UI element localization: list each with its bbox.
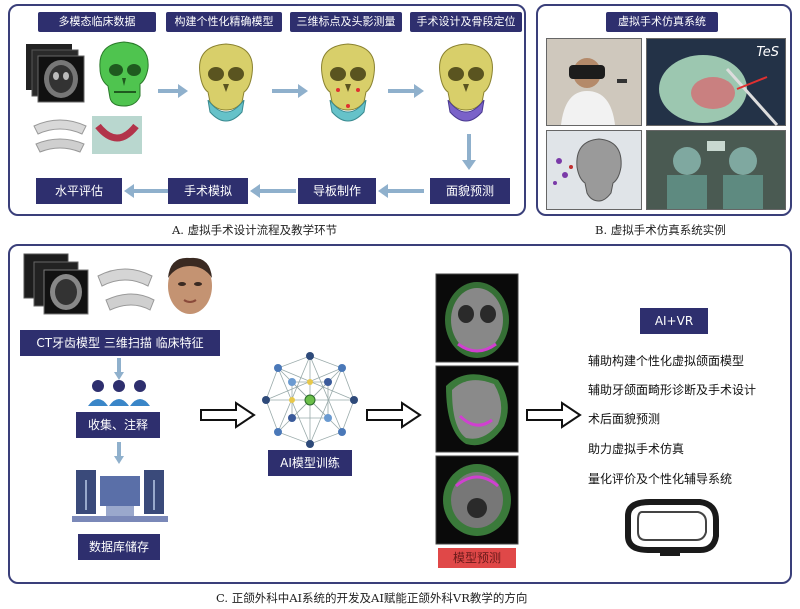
arrow-c-big-3: [526, 401, 582, 429]
database-storage-label: 数据库储存: [78, 534, 160, 560]
step-surgery-design: 手术设计及骨段定位: [410, 12, 522, 32]
ai-vr-label: AI+VR: [640, 308, 708, 334]
ct-sagittal-slice: [435, 365, 519, 453]
caption-b: B. 虚拟手术仿真系统实例: [595, 223, 726, 237]
caption-a: A. 虚拟手术设计流程及教学环节: [172, 223, 338, 237]
arrow-c-down-1: [114, 358, 124, 380]
ct-stack-image: [23, 253, 89, 315]
step-guide-making: 导板制作: [298, 178, 376, 204]
step-landmarks: 三维标点及头影测量: [290, 12, 402, 32]
vr-headset-photo: [546, 38, 642, 126]
arrow-c-down-2: [114, 442, 124, 464]
data-sources-label: CT牙齿模型 三维扫描 临床特征: [20, 330, 220, 356]
skull-model-3: [439, 43, 493, 122]
model-prediction-label: 模型预测: [438, 548, 516, 568]
step-multimodal-data: 多模态临床数据: [38, 12, 156, 32]
arrow-c-big-1: [200, 401, 256, 429]
skull-model-1: [199, 43, 253, 122]
arrow-a4: [378, 184, 424, 198]
ai-vr-item-2: 辅助牙颌面畸形诊断及手术设计: [588, 383, 757, 397]
step-build-model: 构建个性化精确模型: [166, 12, 282, 32]
dental-models-image: [33, 119, 87, 153]
arrow-c-big-2: [366, 401, 422, 429]
arrow-a3: [388, 84, 424, 98]
step-surgery-sim: 手术模拟: [168, 178, 248, 204]
ai-training-label: AI模型训练: [268, 450, 352, 476]
dental-casts-image: [97, 268, 155, 311]
ct-coronal-slice: [435, 273, 519, 363]
ct-axial-slice: [435, 455, 519, 545]
arrow-a5: [250, 184, 296, 198]
neural-network-diagram: [262, 352, 358, 448]
virtual-skull-photo: [546, 130, 642, 210]
green-skull-image: [99, 41, 149, 107]
skull-model-2: [321, 43, 375, 122]
step-face-prediction: 面貌预测: [430, 178, 510, 204]
arrow-a6: [124, 184, 170, 198]
vr-headset-icon: [625, 499, 719, 556]
annotators-icon: [88, 380, 150, 406]
ai-vr-item-1: 辅助构建个性化虚拟颌面模型: [588, 354, 745, 368]
step-level-eval: 水平评估: [36, 178, 122, 204]
arrow-a-down: [462, 134, 476, 170]
screen-text: TeS: [756, 45, 779, 60]
ai-vr-item-3: 术后面貌预测: [588, 412, 661, 426]
face-scan-image: [168, 257, 212, 314]
ai-vr-item-4: 助力虚拟手术仿真: [588, 442, 685, 456]
operating-room-photo: [646, 130, 786, 210]
database-icon: [72, 470, 168, 522]
caption-c: C. 正颌外科中AI系统的开发及AI赋能正颌外科VR教学的方向: [216, 591, 528, 605]
surgery-screen-photo: TeS: [646, 38, 786, 126]
ct-slices-image: [26, 44, 85, 103]
arrow-a1: [158, 84, 188, 98]
ai-vr-item-5: 量化评价及个性化辅导系统: [588, 472, 733, 486]
arrow-a2: [272, 84, 308, 98]
dental-scan-image: [92, 116, 142, 154]
collect-annotate-label: 收集、注释: [76, 412, 160, 438]
panel-b-title: 虚拟手术仿真系统: [606, 12, 718, 32]
